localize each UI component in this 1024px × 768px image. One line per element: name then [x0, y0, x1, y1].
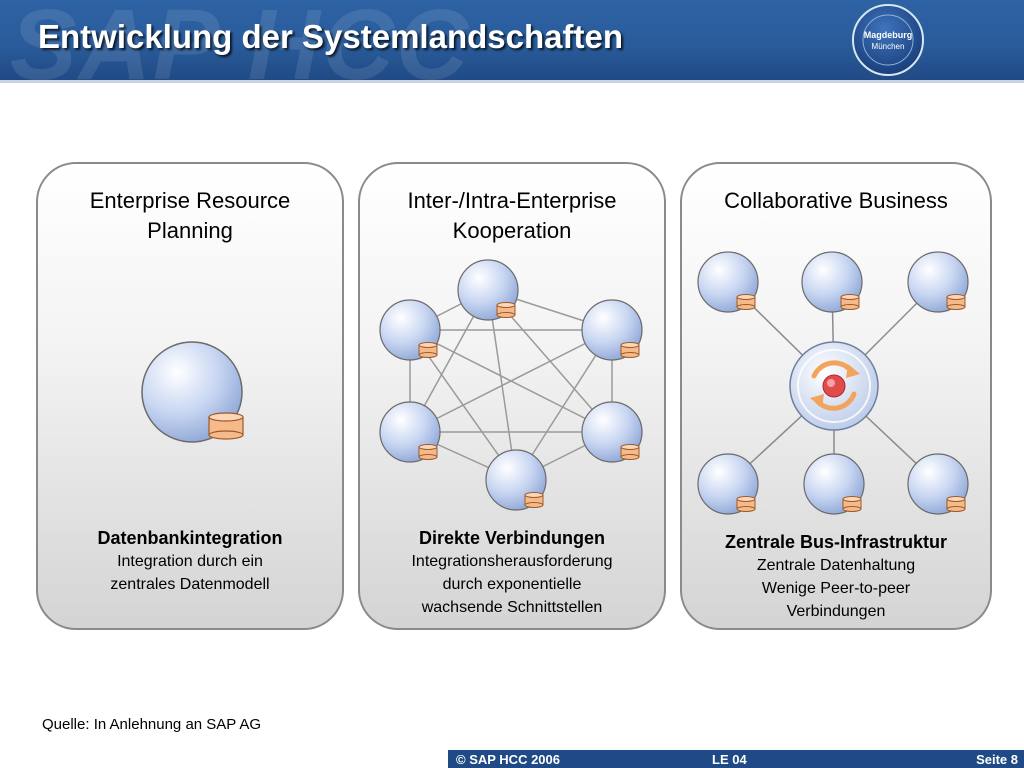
hcc-logo: Magdeburg München — [852, 4, 924, 76]
system-node — [457, 259, 519, 321]
integration-hub-icon — [789, 341, 879, 431]
panel-cooperation: Inter-/Intra-Enterprise Kooperation — [358, 162, 666, 630]
database-icon — [620, 342, 640, 358]
system-node — [485, 449, 547, 511]
header-bar: SAP HCC Entwicklung der Systemlandschaft… — [0, 0, 1024, 80]
panel-title: Enterprise Resource Planning — [89, 188, 291, 243]
system-node — [907, 251, 969, 313]
footer-bar: © SAP HCC 2006 LE 04 Seite 8 — [448, 750, 1024, 768]
panel-collaborative: Collaborative Business — [680, 162, 992, 630]
panel-title: Inter-/Intra-Enterprise Kooperation — [407, 188, 617, 243]
system-node — [801, 251, 863, 313]
panel-caption: Zentrale Bus-Infrastruktur Zentrale Date… — [724, 532, 948, 620]
system-node — [379, 401, 441, 463]
mesh-diagram — [379, 259, 643, 511]
system-node — [803, 453, 865, 515]
erp-diagram — [141, 341, 244, 443]
database-icon — [842, 496, 862, 512]
system-node — [581, 299, 643, 361]
database-icon — [946, 294, 966, 310]
system-node — [581, 401, 643, 463]
database-icon — [946, 496, 966, 512]
database-icon — [736, 496, 756, 512]
database-icon — [736, 294, 756, 310]
system-node — [697, 251, 759, 313]
bus-diagram — [697, 251, 969, 515]
header-watermark: SAP HCC — [10, 0, 471, 80]
database-icon — [418, 342, 438, 358]
footer-unit: LE 04 — [712, 752, 747, 767]
database-icon — [496, 302, 516, 318]
system-node — [379, 299, 441, 361]
central-system-node — [141, 341, 244, 443]
system-node — [907, 453, 969, 515]
panel-erp: Enterprise Resource Planning Datenbankin… — [36, 162, 344, 630]
footer-copyright: © SAP HCC 2006 — [456, 752, 560, 767]
database-icon — [840, 294, 860, 310]
database-icon — [208, 412, 244, 440]
logo-line2: München — [872, 42, 905, 51]
footer-page-number: Seite 8 — [976, 752, 1018, 767]
panel-caption: Datenbankintegration Integration durch e… — [97, 528, 283, 593]
database-icon — [620, 444, 640, 460]
header-rule — [0, 80, 1024, 83]
database-icon — [418, 444, 438, 460]
source-note: Quelle: In Anlehnung an SAP AG — [42, 716, 262, 733]
panel-caption: Direkte Verbindungen Integrationsherausf… — [411, 528, 613, 616]
database-icon — [524, 492, 544, 508]
system-node — [697, 453, 759, 515]
logo-line1: Magdeburg — [864, 30, 913, 40]
page-title: Entwicklung der Systemlandschaften — [38, 18, 623, 55]
panel-title: Collaborative Business — [724, 188, 948, 213]
